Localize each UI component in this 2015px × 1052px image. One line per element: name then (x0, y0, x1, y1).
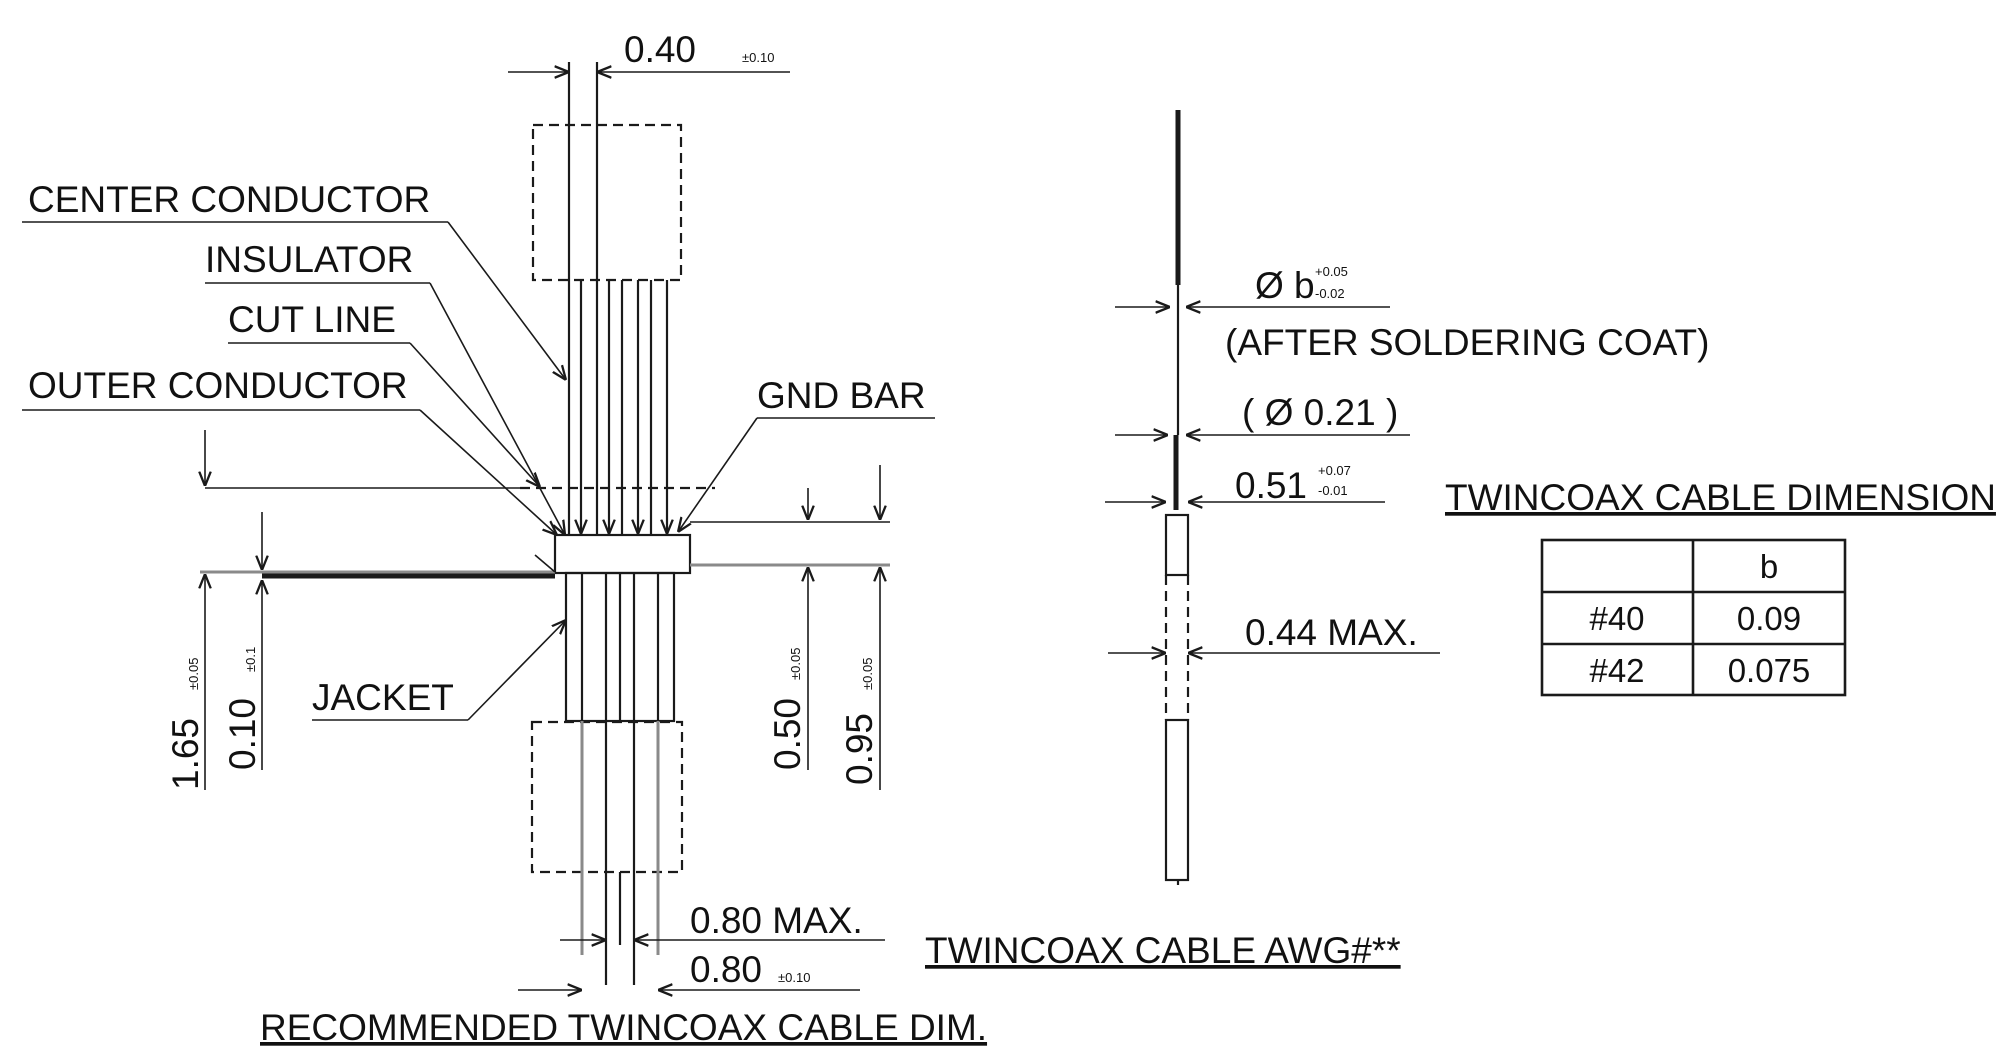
center-conductor-label: CENTER CONDUCTOR (28, 179, 430, 220)
jacket-label: JACKET (312, 677, 454, 718)
dim-010-tol: ±0.1 (243, 647, 258, 672)
dimension-table-group: TWINCOAX CABLE DIMENSION b #40 0.09 #42 … (1445, 477, 1996, 697)
dim-051-label: 0.51 (1235, 465, 1307, 506)
table-title: TWINCOAX CABLE DIMENSION (1445, 477, 1996, 518)
table-cell: 0.09 (1737, 600, 1801, 637)
middle-cable-drawing: Ø b +0.05 -0.02 (AFTER SOLDERING COAT) (… (925, 110, 1709, 971)
outer-conductor-label: OUTER CONDUCTOR (28, 365, 408, 406)
dim-040-tol: ±0.10 (742, 50, 774, 65)
gnd-bar-label: GND BAR (757, 375, 926, 416)
dim-050-label: 0.50 (767, 698, 808, 770)
phi-b-tol-minus: -0.02 (1315, 286, 1345, 301)
top-connector-box (531, 123, 683, 282)
dim-080-tol: ±0.10 (778, 970, 810, 985)
dim-165-tol: ±0.05 (186, 658, 201, 690)
gnd-bar (553, 533, 692, 575)
table-cell: #42 (1589, 652, 1644, 689)
phi-b-tol-plus: +0.05 (1315, 264, 1348, 279)
dim-095-tol: ±0.05 (860, 658, 875, 690)
table-cell: #40 (1589, 600, 1644, 637)
table-cell: 0.075 (1728, 652, 1811, 689)
dim-051-tol-minus: -0.01 (1318, 483, 1348, 498)
phi-b-label: Ø b (1255, 265, 1315, 306)
recommended-title: RECOMMENDED TWINCOAX CABLE DIM. (260, 1007, 987, 1048)
dim-040-label: 0.40 (624, 29, 696, 70)
after-soldering-label: (AFTER SOLDERING COAT) (1225, 322, 1709, 363)
phi-021-label: ( Ø 0.21 ) (1242, 392, 1398, 433)
cable-awg-label: TWINCOAX CABLE AWG#** (925, 930, 1401, 971)
dim-080-max-label: 0.80 MAX. (690, 900, 863, 941)
cut-line-label: CUT LINE (228, 299, 396, 340)
dim-050-tol: ±0.05 (788, 648, 803, 680)
dim-044-label: 0.44 MAX. (1245, 612, 1418, 653)
left-cable-drawing: 0.40 ±0.10 0.80 MAX. 0.80 ±0.10 (22, 29, 987, 1048)
dim-165-label: 1.65 (165, 718, 206, 790)
dim-051-tol-plus: +0.07 (1318, 463, 1351, 478)
table-header-cell-1: b (1760, 548, 1778, 585)
insulator-label: INSULATOR (205, 239, 413, 280)
dim-095-label: 0.95 (839, 713, 880, 785)
dim-010-label: 0.10 (222, 698, 263, 770)
dim-080-label: 0.80 (690, 949, 762, 990)
